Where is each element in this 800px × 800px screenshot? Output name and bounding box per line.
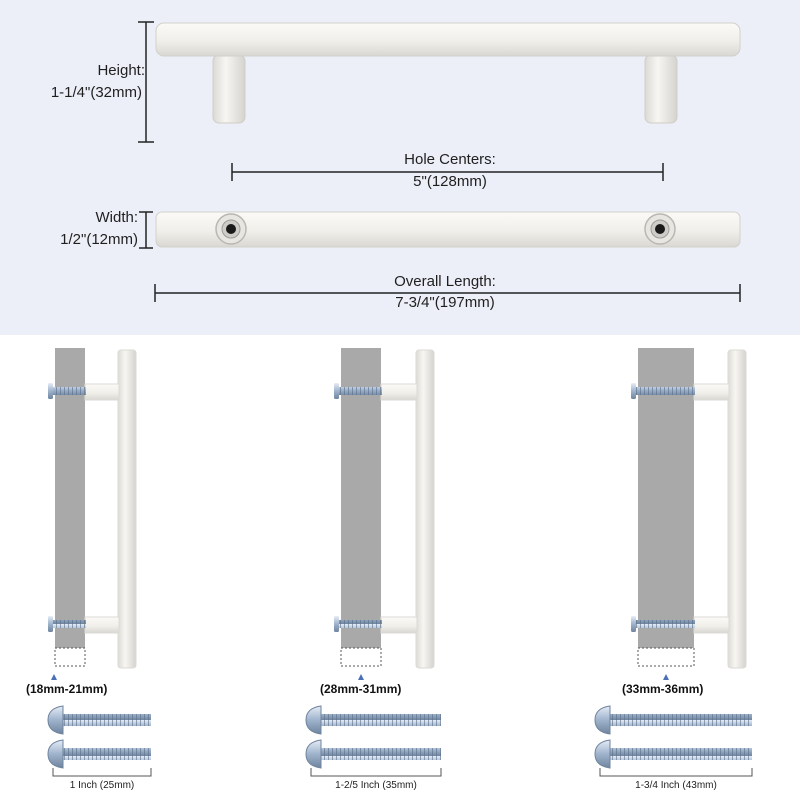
install-diagram-3: [631, 348, 747, 680]
mounting-hole-left-icon: [215, 213, 247, 245]
screw-length-label: 1 Inch (25mm): [69, 780, 135, 791]
install-diagram-2: [334, 348, 435, 680]
width-label: Width:: [95, 209, 138, 226]
install-diagram-1: [48, 348, 137, 680]
screw-icon: [594, 739, 752, 769]
thickness-marker-icon: [358, 674, 364, 680]
screw-set-3: [594, 705, 753, 777]
height-value: 1-1/4"(32mm): [50, 84, 142, 101]
overall-length-value: 7-3/4"(197mm): [364, 294, 526, 312]
hole-centers-label: Hole Centers:: [380, 151, 520, 169]
door-thickness-range: (18mm-21mm): [26, 682, 108, 696]
handle-top-view: [155, 211, 741, 248]
hole-centers-dimension-line: [231, 163, 664, 181]
height-label: Height:: [97, 62, 145, 79]
overall-length-label: Overall Length:: [364, 273, 526, 291]
screw-set-2: [305, 705, 442, 777]
screw-icon: [305, 705, 441, 735]
hole-centers-value: 5"(128mm): [380, 173, 520, 191]
screw-icon: [305, 739, 441, 769]
overall-length-dimension-line: [154, 284, 741, 302]
mounting-hole-right-icon: [644, 213, 676, 245]
screw-length-label: 1-3/4 Inch (43mm): [635, 780, 717, 791]
screw-icon: [594, 705, 752, 735]
height-dimension-line: [138, 21, 154, 143]
screw-icon: [47, 705, 151, 735]
door-thickness-range: (28mm-31mm): [320, 682, 402, 696]
screw-set-1: [47, 705, 152, 777]
width-value: 1/2"(12mm): [60, 231, 138, 248]
thickness-marker-icon: [663, 674, 669, 680]
thickness-marker-icon: [51, 674, 57, 680]
screw-icon: [47, 739, 151, 769]
door-thickness-range: (33mm-36mm): [622, 682, 704, 696]
handle-side-view: [155, 22, 741, 124]
width-dimension-line: [139, 211, 153, 249]
screw-length-label: 1-2/5 Inch (35mm): [335, 780, 417, 791]
